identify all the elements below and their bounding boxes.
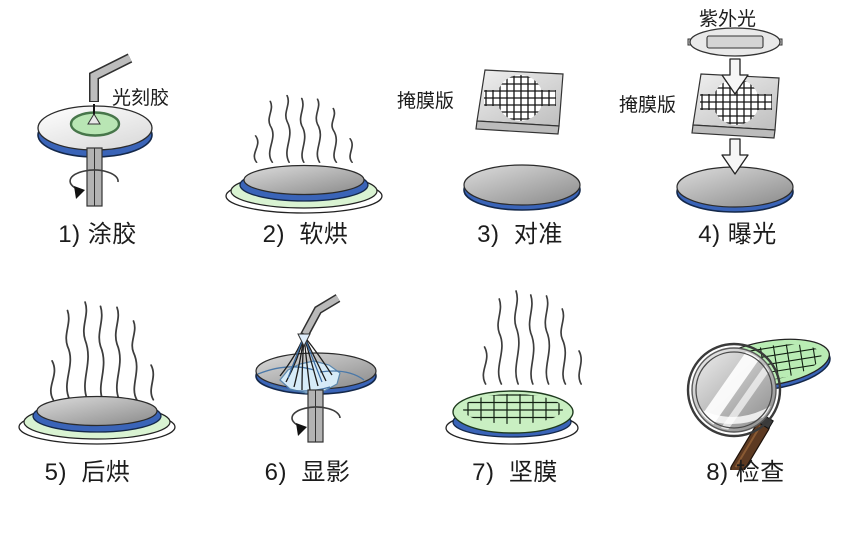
step-caption-7: 7) 坚膜 — [472, 459, 558, 486]
resist-drop — [87, 113, 101, 125]
dispense-nozzle — [89, 53, 133, 102]
mask-wafer-align-icon — [463, 60, 581, 211]
step-caption-1: 1) 涂胶 — [58, 221, 137, 248]
patterned-wafer — [452, 390, 574, 434]
spindle — [307, 389, 324, 443]
hardbake-grid-icon — [445, 290, 582, 445]
die-grid — [463, 394, 563, 424]
step-caption-4: 4) 曝光 — [698, 221, 777, 248]
dispense-nozzle — [297, 294, 341, 348]
steam-lines — [482, 290, 582, 385]
hotplate-steam-icon — [18, 301, 176, 445]
step-caption-2: 2) 软烘 — [262, 221, 349, 248]
step-caption-5: 5) 后烘 — [44, 459, 131, 486]
magnifier-lens — [686, 342, 782, 438]
hotplate-stack — [225, 164, 383, 214]
steam-lines — [49, 301, 155, 401]
developer-spray-icon — [255, 294, 377, 443]
mask-label-step4: 掩膜版 — [619, 95, 677, 116]
photomask — [476, 68, 566, 134]
rotation-arrow — [69, 169, 119, 199]
photoresist-label: 光刻胶 — [112, 88, 170, 109]
mask-label-step3: 掩膜版 — [397, 91, 455, 112]
step-caption-3: 3) 对准 — [477, 221, 563, 248]
step-caption-8: 8) 检查 — [706, 459, 785, 486]
uv-lamp — [687, 27, 783, 57]
uv-light-label: 紫外光 — [699, 9, 757, 30]
rotation-arrow — [291, 406, 341, 436]
uv-exposure-icon — [676, 27, 794, 213]
spin-coater-icon — [37, 53, 153, 207]
hotplate-stack — [18, 395, 176, 445]
steam-lines — [253, 94, 353, 164]
step-caption-6: 6) 显影 — [264, 459, 351, 486]
spindle — [86, 147, 103, 207]
wafer — [463, 164, 581, 211]
hotplate-steam-icon — [225, 94, 383, 214]
lens-highlight — [694, 350, 774, 430]
magnifier-inspect-icon — [686, 338, 831, 470]
